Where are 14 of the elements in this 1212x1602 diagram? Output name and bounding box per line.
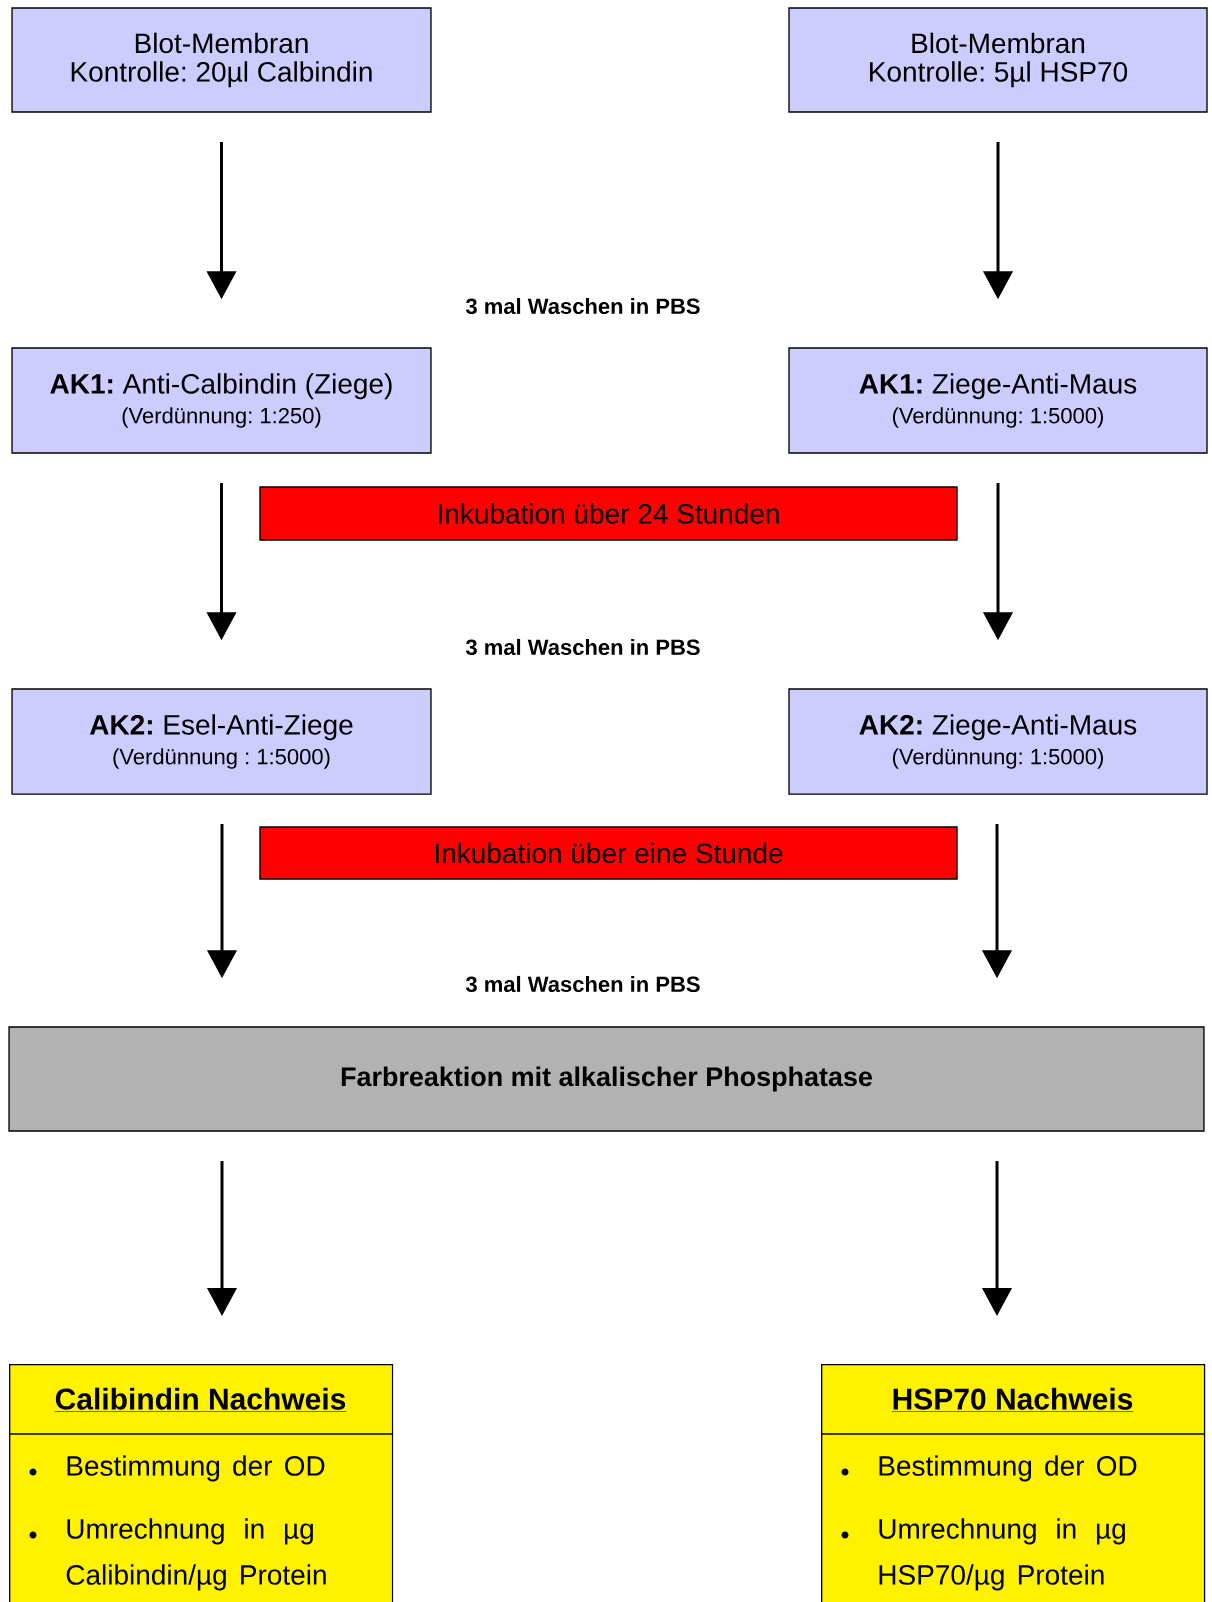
step-label: 3 mal Waschen in PBS	[465, 297, 700, 315]
process-box: Blot-Membran Kontrolle: 5µl HSP70	[788, 7, 1208, 113]
result-box: HSP70 Nachweis Bestimmung der OD Umrechnung in µg HSP70/µg Protein	[820, 1364, 1206, 1602]
incubation-bar: Inkubation über 24 Stunden	[259, 486, 958, 541]
antibody-box: AK2: Ziege-Anti-Maus (Verdünnung: 1:5000)	[788, 688, 1208, 795]
step-label: 3 mal Waschen in PBS	[465, 975, 700, 993]
step-label: 3 mal Waschen in PBS	[465, 638, 700, 656]
result-box: Calibindin Nachweis Bestimmung der OD Umrechnung in µg Calibindin/µg Protein	[8, 1364, 394, 1602]
incubation-bar: Inkubation über eine Stunde	[259, 826, 958, 880]
process-box: Blot-Membran Kontrolle: 20µl Calbindin	[11, 7, 432, 113]
antibody-box: AK1: Ziege-Anti-Maus (Verdünnung: 1:5000)	[788, 347, 1208, 454]
antibody-box: AK1: Anti-Calbindin (Ziege) (Verdünnung: 1:250)	[11, 347, 432, 454]
antibody-box: AK2: Esel-Anti-Ziege (Verdünnung : 1:5000)	[11, 688, 432, 795]
reaction-box: Farbreaktion mit alkalischer Phosphatase	[8, 1026, 1205, 1132]
